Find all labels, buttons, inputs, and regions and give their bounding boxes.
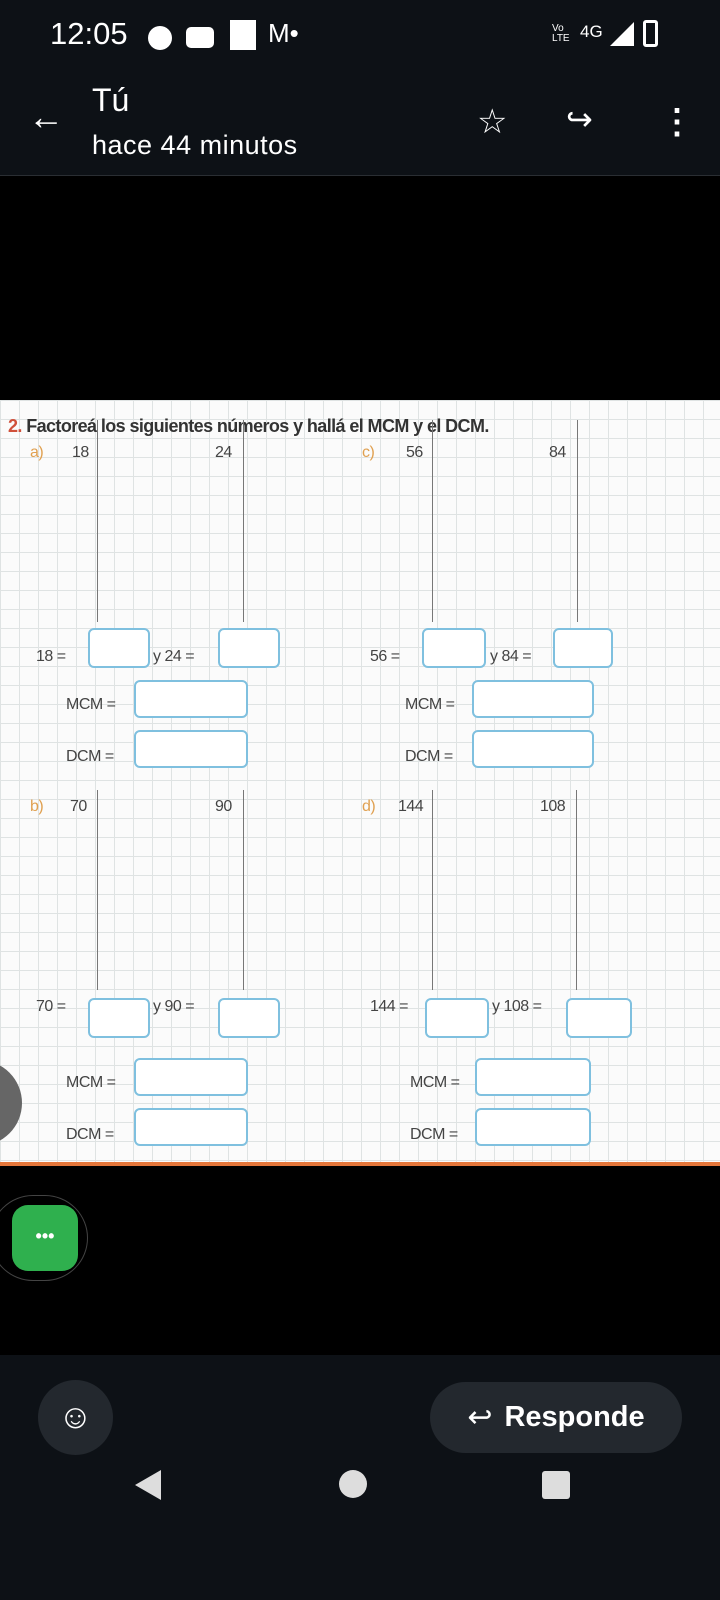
equation-label: y 24 =: [153, 648, 195, 665]
add-reaction-button[interactable]: ☺: [38, 1380, 113, 1455]
mcm-box: [134, 1058, 248, 1096]
worksheet-title: 2. Factoreá los siguientes números y hal…: [8, 416, 489, 437]
dcm-label: DCM =: [405, 748, 453, 765]
equation-label: 144 =: [370, 998, 408, 1015]
nav-home-icon[interactable]: [339, 1470, 367, 1498]
status-bar: 12:05 M• Vo LTE 4G: [0, 0, 720, 72]
reply-button[interactable]: ↩ Responde: [430, 1382, 682, 1453]
signal-icon: [610, 22, 634, 46]
number: 144: [398, 798, 424, 815]
equation-label: y 90 =: [153, 998, 195, 1015]
dcm-box: [472, 730, 594, 768]
dcm-box: [134, 730, 248, 768]
forward-icon[interactable]: ↪: [566, 101, 593, 137]
more-options-icon[interactable]: ⋮: [660, 103, 694, 141]
answer-box: [422, 628, 486, 668]
mcm-box: [472, 680, 594, 718]
number: 84: [549, 444, 566, 461]
mcm-label: MCM =: [66, 696, 116, 713]
worksheet-image[interactable]: 2. Factoreá los siguientes números y hal…: [0, 400, 720, 1166]
factor-line: [432, 790, 433, 990]
number: 70: [70, 798, 87, 815]
number: 18: [72, 444, 89, 461]
instruction: Factoreá los siguientes números y hallá …: [26, 416, 489, 436]
equation-label: y 108 =: [492, 998, 542, 1015]
clock: 12:05: [50, 16, 128, 51]
exercise-label: c): [362, 444, 375, 461]
factor-line: [576, 790, 577, 990]
message-timestamp: hace 44 minutos: [92, 130, 298, 160]
navigation-bar: [0, 1460, 720, 1600]
reply-arrow-icon: ↩: [467, 1401, 493, 1434]
mcm-box: [475, 1058, 591, 1096]
nav-back-icon[interactable]: [135, 1470, 161, 1500]
answer-box: [553, 628, 613, 668]
factor-line: [577, 420, 578, 622]
mcm-box: [134, 680, 248, 718]
network-type: 4G: [580, 22, 603, 41]
answer-box: [88, 998, 150, 1038]
number: 90: [215, 798, 232, 815]
dcm-box: [475, 1108, 591, 1146]
exercise-label: d): [362, 798, 376, 815]
sender-name: Tú: [92, 82, 130, 118]
answer-box: [218, 628, 280, 668]
answer-box: [218, 998, 280, 1038]
app-bar: ← Tú hace 44 minutos ☆ ↪ ⋮: [0, 72, 720, 176]
dcm-label: DCM =: [66, 1126, 114, 1143]
app-notification-icon: [230, 20, 256, 50]
more-button-ring: [0, 1195, 88, 1281]
reply-bar: ☺ ↩ Responde: [0, 1355, 720, 1460]
mcm-label: MCM =: [66, 1074, 116, 1091]
equation-label: y 84 =: [490, 648, 532, 665]
factor-line: [243, 790, 244, 990]
answer-box: [425, 998, 489, 1038]
dcm-label: DCM =: [410, 1126, 458, 1143]
factor-line: [432, 420, 433, 622]
more-actions-button[interactable]: •••: [12, 1205, 78, 1271]
back-arrow-icon[interactable]: ←: [28, 96, 64, 137]
equation-label: 56 =: [370, 648, 400, 665]
number: 56: [406, 444, 423, 461]
factor-line: [97, 790, 98, 990]
reply-label: Responde: [504, 1401, 645, 1433]
gmail-icon: M•: [268, 18, 299, 48]
youtube-icon: [186, 27, 214, 48]
dcm-label: DCM =: [66, 748, 114, 765]
notification-dot-icon: [148, 26, 172, 50]
volte-icon: Vo LTE: [552, 23, 570, 44]
mcm-label: MCM =: [410, 1074, 460, 1091]
factor-line: [243, 420, 244, 622]
emoji-add-icon: ☺: [58, 1398, 93, 1436]
number: 108: [540, 798, 566, 815]
answer-box: [566, 998, 632, 1038]
scroll-handle[interactable]: [0, 1060, 22, 1146]
exercise-label: b): [30, 798, 44, 815]
equation-label: 18 =: [36, 648, 66, 665]
exercise-label: a): [30, 444, 44, 461]
battery-icon: [643, 20, 658, 47]
equation-label: 70 =: [36, 998, 66, 1015]
nav-recents-icon[interactable]: [542, 1471, 570, 1499]
dcm-box: [134, 1108, 248, 1146]
exercise-number: 2.: [8, 416, 22, 436]
answer-box: [88, 628, 150, 668]
mcm-label: MCM =: [405, 696, 455, 713]
star-icon[interactable]: ☆: [477, 103, 508, 141]
factor-line: [97, 420, 98, 622]
number: 24: [215, 444, 232, 461]
